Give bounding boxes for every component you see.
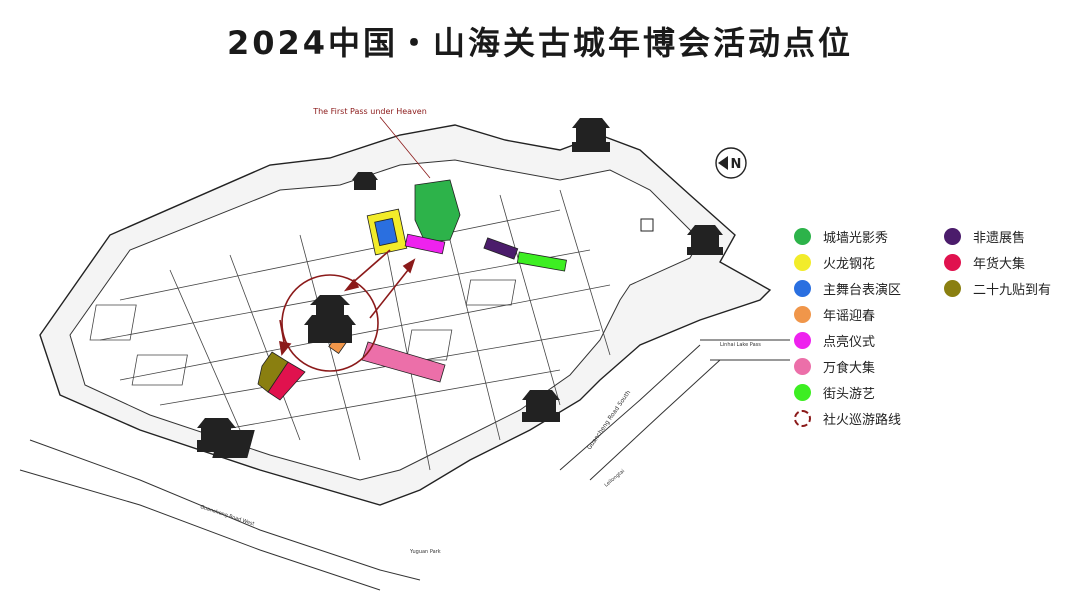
zone-lighting-ceremony xyxy=(404,233,446,255)
legend-label: 点亮仪式 xyxy=(823,334,876,350)
label-guancheng-road-south: Guancheng Road South xyxy=(586,389,632,451)
legend-swatch xyxy=(794,227,811,245)
zone-food-market xyxy=(361,341,446,383)
legend-route-swatch xyxy=(794,409,811,427)
zone-city-wall-light-show xyxy=(414,179,461,243)
legend-label: 万食大集 xyxy=(823,360,876,376)
page-title: 2024中国・山海关古城年博会活动点位 xyxy=(226,24,854,62)
parking-icon xyxy=(640,218,654,232)
label-first-pass: The First Pass under Heaven xyxy=(312,107,427,116)
legend-label: 社火巡游路线 xyxy=(823,412,902,428)
legend-item-parade-route: 社火巡游路线 xyxy=(794,408,901,428)
legend-swatch xyxy=(794,305,811,323)
compass-icon: N xyxy=(715,147,747,179)
west-building-icon xyxy=(212,430,255,458)
legend-label: 主舞台表演区 xyxy=(823,282,902,298)
label-yuguan-park: Yuguan Park xyxy=(409,549,441,555)
legend-label: 火龙钢花 xyxy=(823,256,876,272)
zone-main-stage xyxy=(374,217,398,247)
label-guancheng-road-west: Guancheng Road West xyxy=(199,504,255,527)
parade-route-circle xyxy=(281,274,379,372)
parade-route-arrows xyxy=(279,249,416,356)
legend-label: 年谣迎春 xyxy=(823,308,876,324)
street-grid xyxy=(89,189,611,471)
legend-item-fire-dragon: 火龙钢花 xyxy=(794,252,875,272)
legend-item-new-year-goods: 年货大集 xyxy=(944,252,1025,272)
north-tower-icon xyxy=(352,172,378,190)
southeast-tower-icon xyxy=(522,390,560,422)
legend-item-intangible-heritage: 非遗展售 xyxy=(944,226,1025,246)
legend-swatch xyxy=(944,227,961,245)
compass-letter: N xyxy=(731,157,742,172)
legend-item-spring-songs: 年谣迎春 xyxy=(794,304,875,324)
legend-swatch xyxy=(794,279,811,297)
northeast-tower-icon xyxy=(687,225,723,255)
zone-street-games xyxy=(516,251,567,272)
legend-swatch xyxy=(794,383,811,401)
legend-label: 年货大集 xyxy=(973,256,1026,272)
map-legend: 城墙光影秀 火龙钢花 主舞台表演区 年谣迎春 点亮仪式 万食大集 街头游艺 社火… xyxy=(790,226,1080,436)
legend-label: 二十九贴到有 xyxy=(973,282,1052,298)
legend-item-lighting-ceremony: 点亮仪式 xyxy=(794,330,875,350)
legend-swatch xyxy=(944,253,961,271)
east-tower-icon xyxy=(572,118,610,152)
legend-label: 非遗展售 xyxy=(973,230,1026,246)
zone-intangible-heritage xyxy=(483,237,519,260)
legend-item-food-market: 万食大集 xyxy=(794,356,875,376)
label-linhai-pass: Linhai Lake Pass xyxy=(720,342,761,348)
legend-swatch xyxy=(794,331,811,349)
central-bell-tower-icon xyxy=(304,295,356,343)
legend-item-street-games: 街头游艺 xyxy=(794,382,875,402)
inner-city xyxy=(69,159,701,481)
legend-swatch xyxy=(794,253,811,271)
legend-swatch xyxy=(944,279,961,297)
legend-item-twenty-ninth: 二十九贴到有 xyxy=(944,278,1051,298)
legend-item-main-stage: 主舞台表演区 xyxy=(794,278,901,298)
legend-swatch xyxy=(794,357,811,375)
label-leilongtai: Leilongtai xyxy=(603,468,626,488)
zone-twenty-ninth xyxy=(257,351,289,393)
legend-item-city-wall-light-show: 城墙光影秀 xyxy=(794,226,888,246)
legend-label: 城墙光影秀 xyxy=(823,230,889,246)
outer-roads xyxy=(19,339,790,591)
legend-label: 街头游艺 xyxy=(823,386,876,402)
